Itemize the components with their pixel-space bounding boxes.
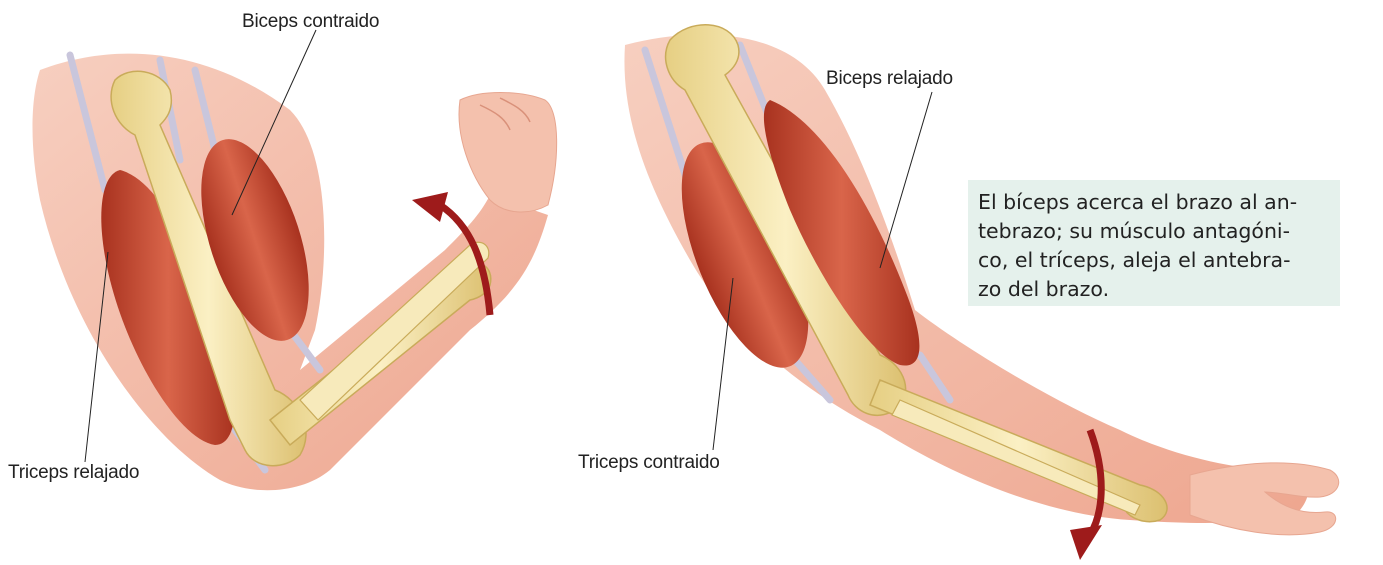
explanation-callout: El bíceps acerca el brazo al an- tebrazo…	[968, 180, 1340, 306]
label-biceps-contraido: Biceps contraido	[242, 11, 379, 33]
label-triceps-relajado: Triceps relajado	[8, 462, 139, 484]
callout-line-3: co, el tríceps, aleja el antebra-	[978, 246, 1332, 275]
callout-line-4: zo del brazo.	[978, 275, 1332, 304]
left-fist	[459, 93, 557, 212]
leader-biceps-relajado	[880, 92, 932, 268]
left-arm-flexed	[33, 30, 557, 490]
label-biceps-relajado: Biceps relajado	[826, 68, 953, 90]
right-hand	[1190, 463, 1339, 535]
callout-line-2: tebrazo; su músculo antagóni-	[978, 217, 1332, 246]
label-triceps-contraido: Triceps contraido	[578, 452, 720, 474]
callout-line-1: El bíceps acerca el brazo al an-	[978, 188, 1332, 217]
